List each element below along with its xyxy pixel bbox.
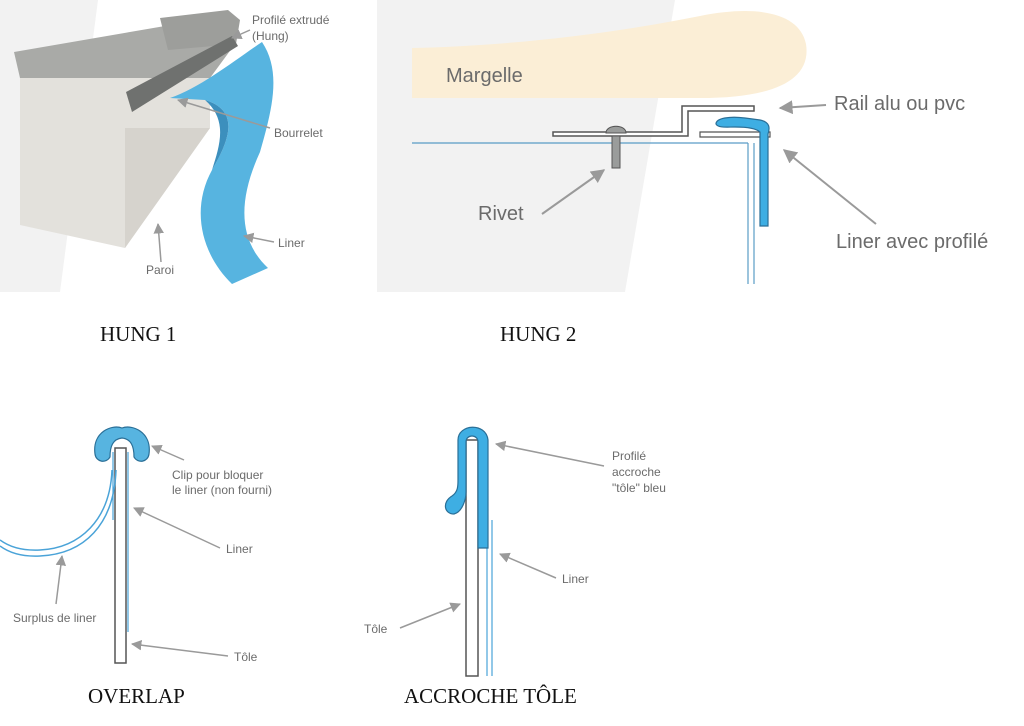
accroche-arrow-liner — [499, 552, 557, 579]
overlap-clip — [94, 426, 150, 462]
hung2-arrow-rivet — [541, 169, 606, 215]
overlap-surplus-liner-2 — [0, 469, 117, 557]
hung1-wall-side — [125, 128, 210, 248]
hung1-arrow-paroi — [153, 222, 164, 263]
accroche-tole — [465, 439, 479, 677]
overlap-panel: Clip pour bloquer le liner (non fourni) … — [0, 426, 272, 708]
hung1-liner-fold — [205, 100, 229, 170]
accroche-label-profile-line2: accroche — [612, 465, 661, 479]
hung1-arrow-profile — [231, 29, 251, 39]
hung1-label-profile-line2: (Hung) — [252, 29, 289, 43]
accroche-panel: Profilé accroche "tôle" bleu Liner Tôle … — [364, 426, 666, 708]
accroche-profile — [444, 426, 489, 549]
overlap-label-clip-line1: Clip pour bloquer — [172, 468, 263, 482]
hung1-label-liner: Liner — [278, 236, 305, 250]
hung2-label-liner: Liner avec profilé — [836, 231, 988, 253]
hung1-arrow-bourrelet — [176, 97, 271, 129]
hung1-coping-rim — [160, 10, 240, 50]
hung1-extruded-profile — [126, 36, 238, 112]
hung2-label-rail: Rail alu ou pvc — [834, 93, 965, 115]
accroche-label-tole: Tôle — [364, 622, 388, 636]
accroche-arrow-profile — [494, 440, 605, 467]
overlap-label-clip-line2: le liner (non fourni) — [172, 483, 272, 497]
overlap-surplus-liner — [0, 469, 113, 551]
hung1-label-profile-line1: Profilé extrudé — [252, 13, 330, 27]
overlap-arrow-tole — [130, 639, 229, 657]
overlap-tole — [114, 447, 127, 664]
hung1-arrow-liner — [242, 232, 275, 244]
overlap-arrow-clip — [151, 444, 185, 461]
hung2-liner-profile — [715, 116, 770, 227]
hung1-liner — [170, 42, 274, 284]
accroche-label-liner: Liner — [562, 572, 589, 586]
hung1-caption: HUNG 1 — [100, 322, 176, 346]
overlap-label-tole: Tôle — [234, 650, 258, 664]
hung2-label-rivet: Rivet — [478, 203, 524, 225]
accroche-caption: ACCROCHE TÔLE — [404, 684, 577, 708]
hung2-caption: HUNG 2 — [500, 322, 576, 346]
hung2-arrow-rail — [778, 100, 827, 115]
hung2-rivet-head — [605, 125, 627, 134]
accroche-label-profile-line3: "tôle" bleu — [612, 481, 666, 495]
hung2-panel: Margelle Rail alu ou pvc Rivet Liner ave… — [377, 0, 988, 346]
hung1-label-paroi: Paroi — [146, 263, 174, 277]
hung1-panel: Profilé extrudé (Hung) Bourrelet Liner P… — [0, 0, 330, 346]
hung2-arrow-liner — [782, 149, 877, 225]
overlap-arrow-surplus — [55, 554, 67, 605]
hung1-label-bourrelet: Bourrelet — [274, 126, 323, 140]
accroche-label-profile-line1: Profilé — [612, 449, 646, 463]
hung2-label-margelle: Margelle — [446, 65, 523, 87]
overlap-label-surplus: Surplus de liner — [13, 611, 96, 625]
overlap-caption: OVERLAP — [88, 684, 185, 708]
overlap-arrow-liner — [133, 507, 221, 549]
hung2-rail — [552, 105, 755, 137]
hung2-margelle — [412, 11, 807, 99]
overlap-label-liner: Liner — [226, 542, 253, 556]
accroche-arrow-tole — [399, 602, 461, 629]
hung2-rail-lip — [699, 131, 771, 138]
hung2-rivet-shank — [611, 135, 621, 169]
hung1-wall — [20, 78, 210, 248]
